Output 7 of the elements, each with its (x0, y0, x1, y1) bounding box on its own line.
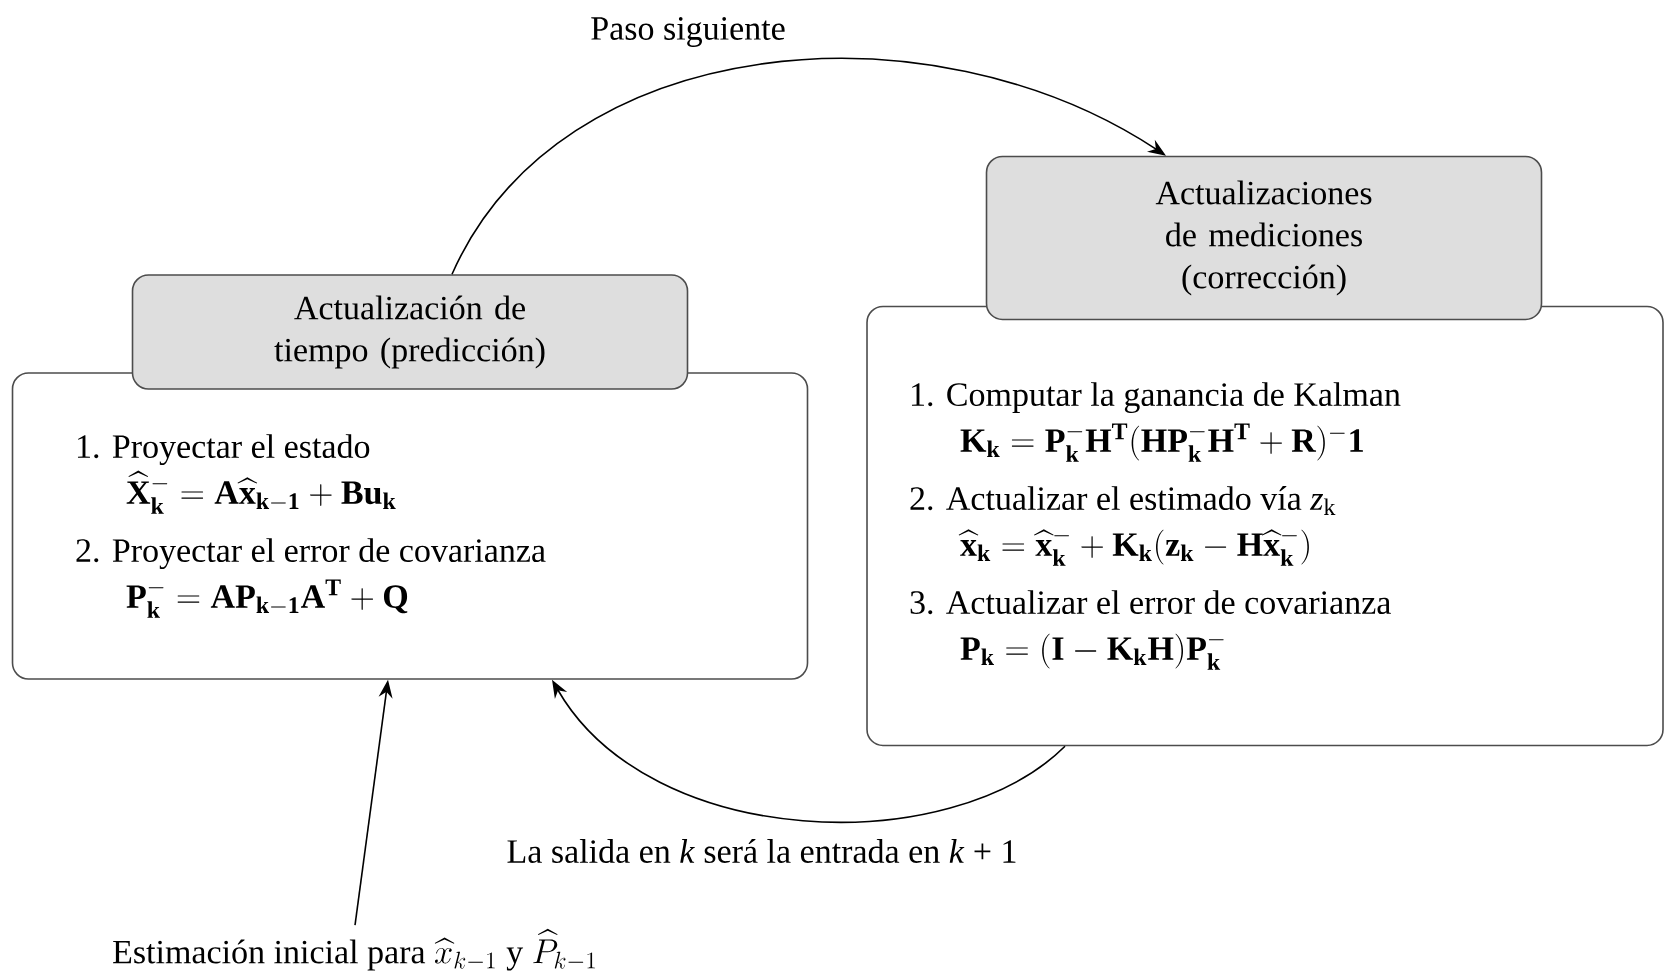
header-box: Actualización de tiempo (predicción) (131, 274, 689, 390)
step-box: 1. Proyectar el estado $\widehat{\mathbf{X}}_{\mathbf{k}}^{-} = \mathbf{A}\widehat{\mathbf{x}}_{\mathbf{k-1}} + \mathbf{B}\mathbf{u}_{\mathbf{k}}$ 2. Proyectar el error de covarianza $\mathbf{P}_{\mathbf{k}}^{-} = \mathbf{A}\mathbf{P}_{\mathbf{k-1}}\mathbf{A}^{\mathbf{T}} + \mathbf{Q}$ (11, 372, 809, 680)
step-box: 1. Computar la ganancia de Kalman $\mathbf{K}_{\mathbf{k}} = \mathbf{P}_{\mathbf{k}}^{-}\mathbf{H}^{\mathbf{T}}(\mathbf{H}\mathbf{P}_{\mathbf{k}}^{-}\mathbf{H}^{\mathbf{T}} + \mathbf{R})^{-}\mathbf{1}$ 2. Actualizar el estimado vía z$_{k}$ $\widehat{\mathbf{x}}_{\mathbf{k}} = \widehat{\mathbf{x}}_{\mathbf{k}}^{-} + \mathbf{K}_{\mathbf{k}}(\mathbf{z}_{\mathbf{k}} - \mathbf{H}\widehat{\mathbf{x}}_{\mathbf{k}}^{-})$ 3. Actualizar el error de covarianza $\mathbf{P}_{\mathbf{k}} = (\mathbf{I} - \mathbf{K}_{\mathbf{k}}\mathbf{H})\mathbf{P}_{\mathbf{k}}^{-}$ (866, 305, 1664, 747)
header-box: Actualizaciones de mediciones (corrección) (985, 155, 1543, 321)
edge-label: Paso siguiente (586, 13, 790, 51)
input-text: $\text{Estimación inicial para } \widehat{x}_{k-1} \text{ y } \widehat{P}_{k-1}$ (113, 928, 596, 971)
edge-label: La salida en k será la entrada en k + 1 (502, 835, 1022, 867)
